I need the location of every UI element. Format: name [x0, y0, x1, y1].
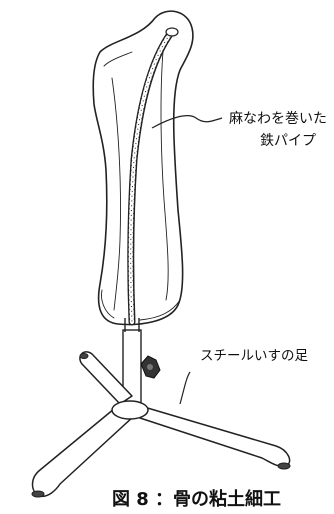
clamp-knob-icon — [141, 356, 160, 378]
stand-label: スチールいすの足 — [200, 348, 308, 364]
figure-caption: 図 8 ：骨の粘土細工 — [112, 488, 281, 510]
steel-chair-base — [33, 352, 290, 496]
pipe-top-opening — [166, 28, 178, 36]
pipe-label-line2: 鉄パイプ — [260, 133, 316, 149]
clay-bone — [93, 11, 193, 324]
stand-label-leader — [180, 372, 190, 404]
pipe-label-line1: 麻なわを巻いた — [229, 111, 327, 127]
